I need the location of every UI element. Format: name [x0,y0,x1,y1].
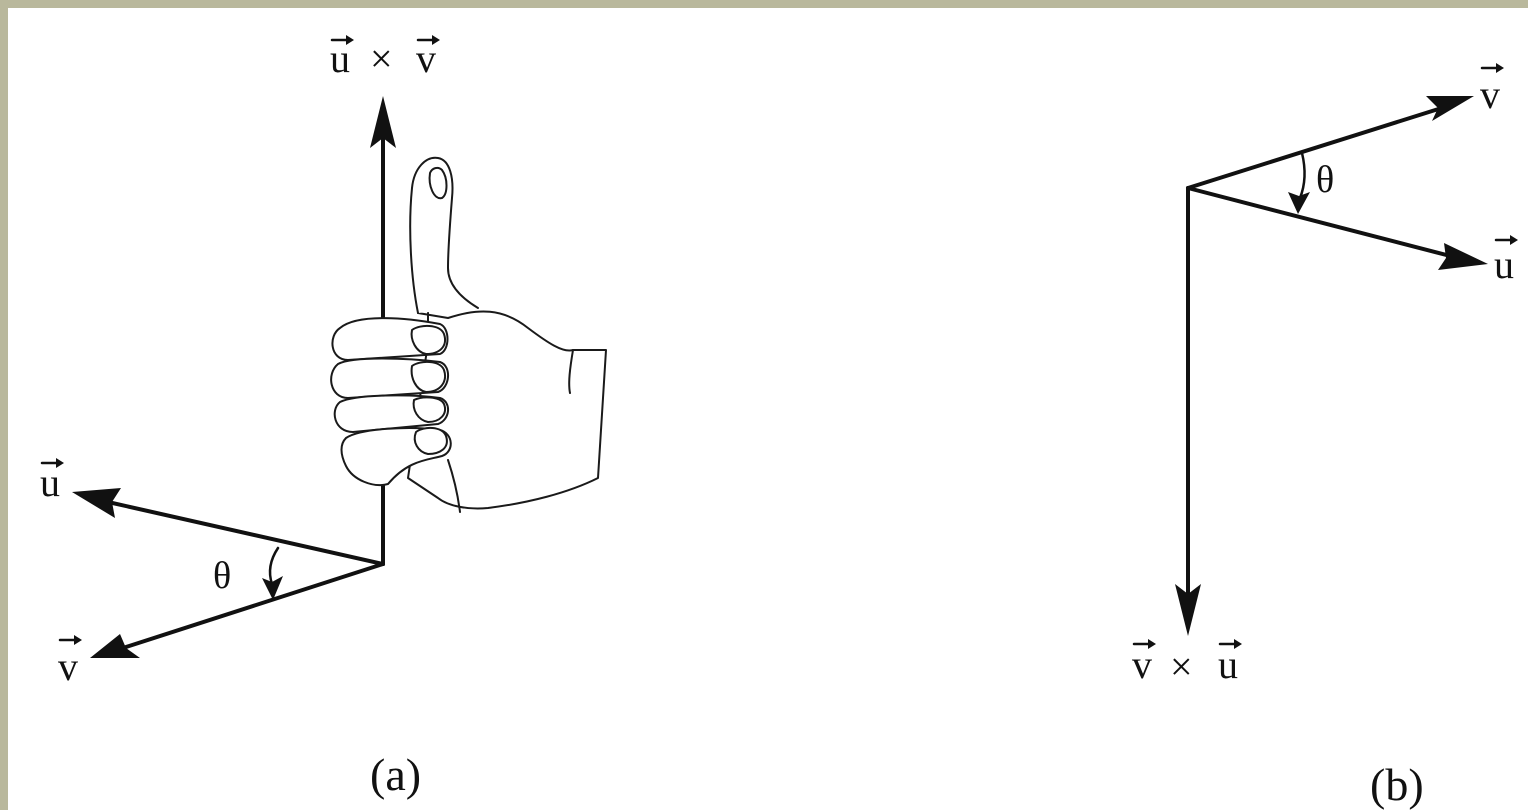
caption-a: (a) [370,749,421,800]
cross-product-diagram: u × v u v θ (a) θ [40,35,1518,810]
u-vector-b [1186,186,1460,260]
v-arrowhead-b [1426,96,1474,121]
figure-a: u × v u v θ (a) [40,35,607,800]
cross-vu-arrowhead [1175,584,1201,636]
v-vector-b [1186,104,1450,190]
u-label-b-text: u [1494,242,1514,287]
cross-uv-left-operand: u [330,36,350,81]
angle-arc-a [268,546,280,586]
figure-b: θ v u v × u (b) [1132,63,1518,810]
cross-vu-operator: × [1170,644,1193,689]
cross-vu-right-operand: u [1218,642,1238,687]
u-vector-a [106,500,385,566]
v-arrowhead-a [90,634,140,658]
theta-label-a: θ [213,555,231,597]
angle-arrowhead-b [1288,192,1310,214]
cross-uv-operator: × [370,36,393,81]
cross-uv-arrowhead [370,96,396,148]
angle-arc-b [1298,151,1306,200]
u-label-a-text: u [40,460,60,505]
v-label-a-text: v [58,644,78,689]
u-arrowhead-b [1438,243,1488,270]
cross-uv-right-operand: v [416,36,436,81]
u-label-a: u [40,458,64,505]
v-label-a: v [58,635,82,689]
v-vector-a [121,562,385,650]
u-arrowhead-a [72,488,121,518]
figure-canvas: u × v u v θ (a) θ [8,8,1528,810]
cross-vu-label: v × u [1132,639,1242,689]
v-label-b: v [1480,63,1504,117]
angle-arrowhead-a [262,576,283,600]
cross-vu-left-operand: v [1132,642,1152,687]
caption-b: (b) [1370,759,1424,810]
cross-uv-label: u × v [330,35,440,81]
u-label-b: u [1494,235,1518,287]
v-label-b-text: v [1480,72,1500,117]
right-hand-illustration [330,156,607,513]
theta-label-b: θ [1316,159,1334,201]
